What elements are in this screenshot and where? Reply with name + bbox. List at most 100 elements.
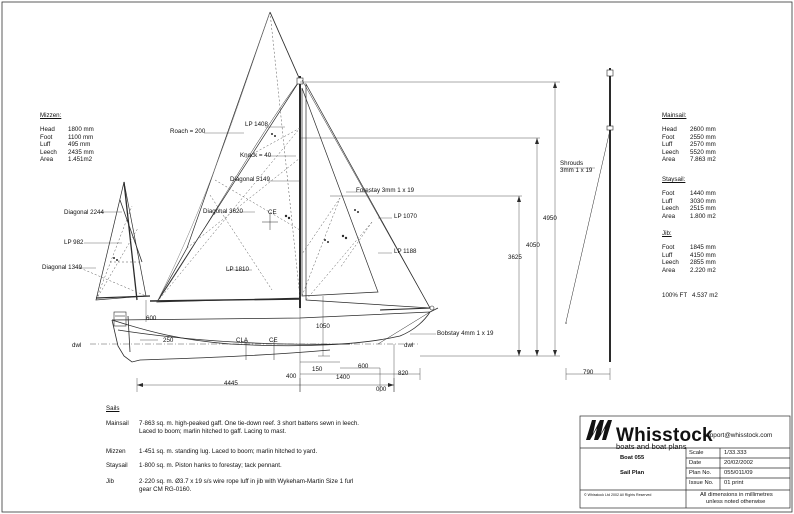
jib-heading: Jib:: [662, 230, 672, 237]
notes-sail-description: 1·451 sq. m. standing lug. Laced to boom…: [139, 448, 318, 455]
staysail-heading: Staysail:: [662, 176, 686, 183]
spec-value: 1100 mm: [68, 133, 94, 141]
callout-lp-982: LP 982: [64, 239, 84, 246]
spec-key: Luff: [662, 141, 673, 149]
scale-value: 1/33.333: [724, 450, 747, 456]
units-note-1: All dimensions in millimetres: [700, 492, 773, 498]
spec-value: 1.800 m2: [690, 212, 716, 220]
spec-value: 2550 mm: [690, 133, 716, 141]
dim-820: 820: [398, 370, 409, 377]
callout-ce-sail: CE: [268, 209, 277, 216]
callout-knock: Knock = 40: [240, 152, 272, 159]
callout-diagonal-3620: Diagonal 3620: [203, 208, 243, 215]
spec-key: Area: [662, 266, 676, 274]
spec-value: 1.451m2: [68, 156, 93, 164]
notes-sail-name: Staysail: [106, 462, 128, 469]
spec-value: 3030 mm: [690, 197, 716, 205]
total-area-row: 100% FT 4.537 m2: [662, 292, 762, 300]
whisstock-logo-icon: [586, 420, 612, 440]
spec-key: Leech: [662, 259, 679, 267]
mast-detail: [565, 68, 614, 380]
spec-value: 5520 mm: [690, 148, 716, 156]
dim-150: 150: [312, 366, 323, 373]
support-email[interactable]: support@whisstock.com: [703, 432, 773, 439]
dim-1050: 1050: [316, 323, 330, 330]
issue-value: 01 print: [724, 480, 744, 486]
callout-lp-1070: LP 1070: [394, 213, 417, 220]
dim-250: 250: [163, 337, 174, 344]
mizzen-heading: Mizzen:: [40, 112, 62, 119]
drawing-title: Sail Plan: [620, 470, 645, 476]
notes-sail-description: 7·863 sq. m. high-peaked gaff. One tie-d…: [139, 420, 360, 435]
spec-value: 4150 mm: [690, 251, 716, 259]
spec-row: Foot 2550 mm: [662, 134, 752, 142]
spec-key: Leech: [662, 205, 679, 213]
callout-lp-1188: LP 1188: [394, 248, 417, 255]
bowsprit: [379, 307, 433, 311]
staysail-outline: [301, 87, 379, 297]
spec-key: Foot: [662, 190, 675, 197]
spec-value: 1845 mm: [690, 244, 716, 251]
plan-value: 055/011/09: [724, 470, 753, 476]
spec-value: 2.220 m2: [690, 266, 716, 274]
notes-sail-name: Jib: [106, 478, 114, 485]
notes-sail-description: 2·220 sq. m. Ø3.7 x 19 s/s wire rope luf…: [139, 478, 354, 493]
spec-key: Area: [662, 156, 676, 164]
callout-forestay: Forestay 3mm 1 x 19: [356, 187, 415, 194]
spec-value: 1440 mm: [690, 190, 716, 197]
spec-row: Foot 1440 mm: [662, 190, 752, 198]
callout-diagonal-1349: Diagonal 1349: [42, 264, 82, 271]
title-block-frame: [579, 415, 791, 509]
spec-row: Area 1.451m2: [40, 156, 130, 164]
bobstay: [377, 311, 431, 345]
dim-790: 790: [583, 369, 594, 376]
callout-lp-1408: LP 1408: [245, 121, 268, 128]
spec-key: Area: [40, 156, 54, 164]
mainsail-heading: Mainsail:: [662, 112, 687, 119]
date-label: Date: [689, 460, 702, 466]
hull: [111, 307, 439, 363]
callout-diagonal-2244: Diagonal 2244: [64, 209, 104, 216]
spec-row: Luff 4150 mm: [662, 252, 752, 260]
spec-key: Head: [40, 126, 55, 133]
spec-key: Foot: [40, 133, 53, 141]
dim-4950: 4950: [543, 215, 557, 222]
copyright-notice: © Whisstock Ltd 2002 All Rights Reserved: [584, 493, 652, 497]
total-area-value: 4.537 m2: [692, 292, 718, 299]
mizzen-yard: [119, 199, 143, 263]
spec-key: Luff: [662, 251, 673, 259]
spec-row: Foot 1100 mm: [40, 134, 130, 142]
spec-value: 2855 mm: [690, 259, 716, 267]
spec-key: Head: [662, 126, 677, 133]
notes-sail-name: Mizzen: [106, 448, 126, 455]
dim-400: 400: [286, 373, 297, 380]
callout-roach: Roach = 200: [170, 128, 206, 135]
label-dwl-right: dwl: [404, 342, 414, 349]
issue-label: Issue No.: [689, 480, 714, 486]
spec-key: Foot: [662, 133, 675, 141]
dim-000: 000: [376, 386, 387, 393]
dim-4445: 4445: [224, 380, 238, 387]
callout-shrouds: Shrouds 3mm 1 x 19: [560, 160, 593, 175]
spec-row: Leech 2855 mm: [662, 259, 752, 267]
spec-key: Leech: [662, 148, 679, 156]
spec-value: 2515 mm: [690, 205, 716, 213]
date-value: 20/02/2002: [724, 460, 754, 466]
main-boom: [149, 298, 301, 302]
dim-1400: 1400: [336, 374, 350, 381]
dim-3625: 3625: [508, 254, 522, 261]
callout-lp-1810: LP 1810: [226, 266, 249, 273]
scale-label: Scale: [689, 450, 704, 456]
spec-row: Area 2.220 m2: [662, 267, 752, 275]
sails-notes-heading: Sails: [106, 405, 120, 412]
spec-value: 2570 mm: [690, 141, 716, 149]
dim-4050: 4050: [526, 242, 540, 249]
